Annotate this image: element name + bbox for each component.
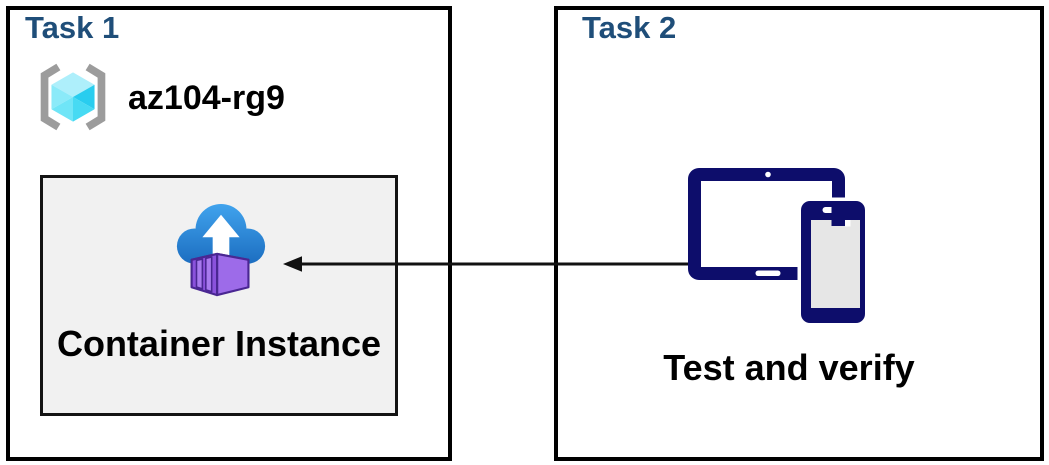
phone-icon <box>797 197 869 327</box>
container-instance-label: Container Instance <box>56 323 382 364</box>
resource-group-icon <box>40 63 106 131</box>
task2-title: Task 2 <box>582 10 677 45</box>
resource-group-name: az104-rg9 <box>128 79 285 117</box>
tablet-and-phone-icon <box>688 168 869 327</box>
task1-title: Task 1 <box>25 10 120 45</box>
container-instance-icon <box>176 203 266 297</box>
tablet-camera-dot <box>765 171 771 178</box>
left-bracket-icon <box>40 63 61 131</box>
upload-arrow-icon <box>202 214 240 258</box>
container-box-icon <box>190 252 250 297</box>
test-and-verify-caption: Test and verify <box>663 347 915 388</box>
tablet-home-button <box>755 270 781 276</box>
tablet-bezel-overlap <box>831 201 845 226</box>
right-bracket-icon <box>85 63 106 131</box>
tablet-bezel-chip <box>845 220 851 227</box>
cube-icon <box>51 72 95 122</box>
arrowhead-icon <box>283 256 302 272</box>
